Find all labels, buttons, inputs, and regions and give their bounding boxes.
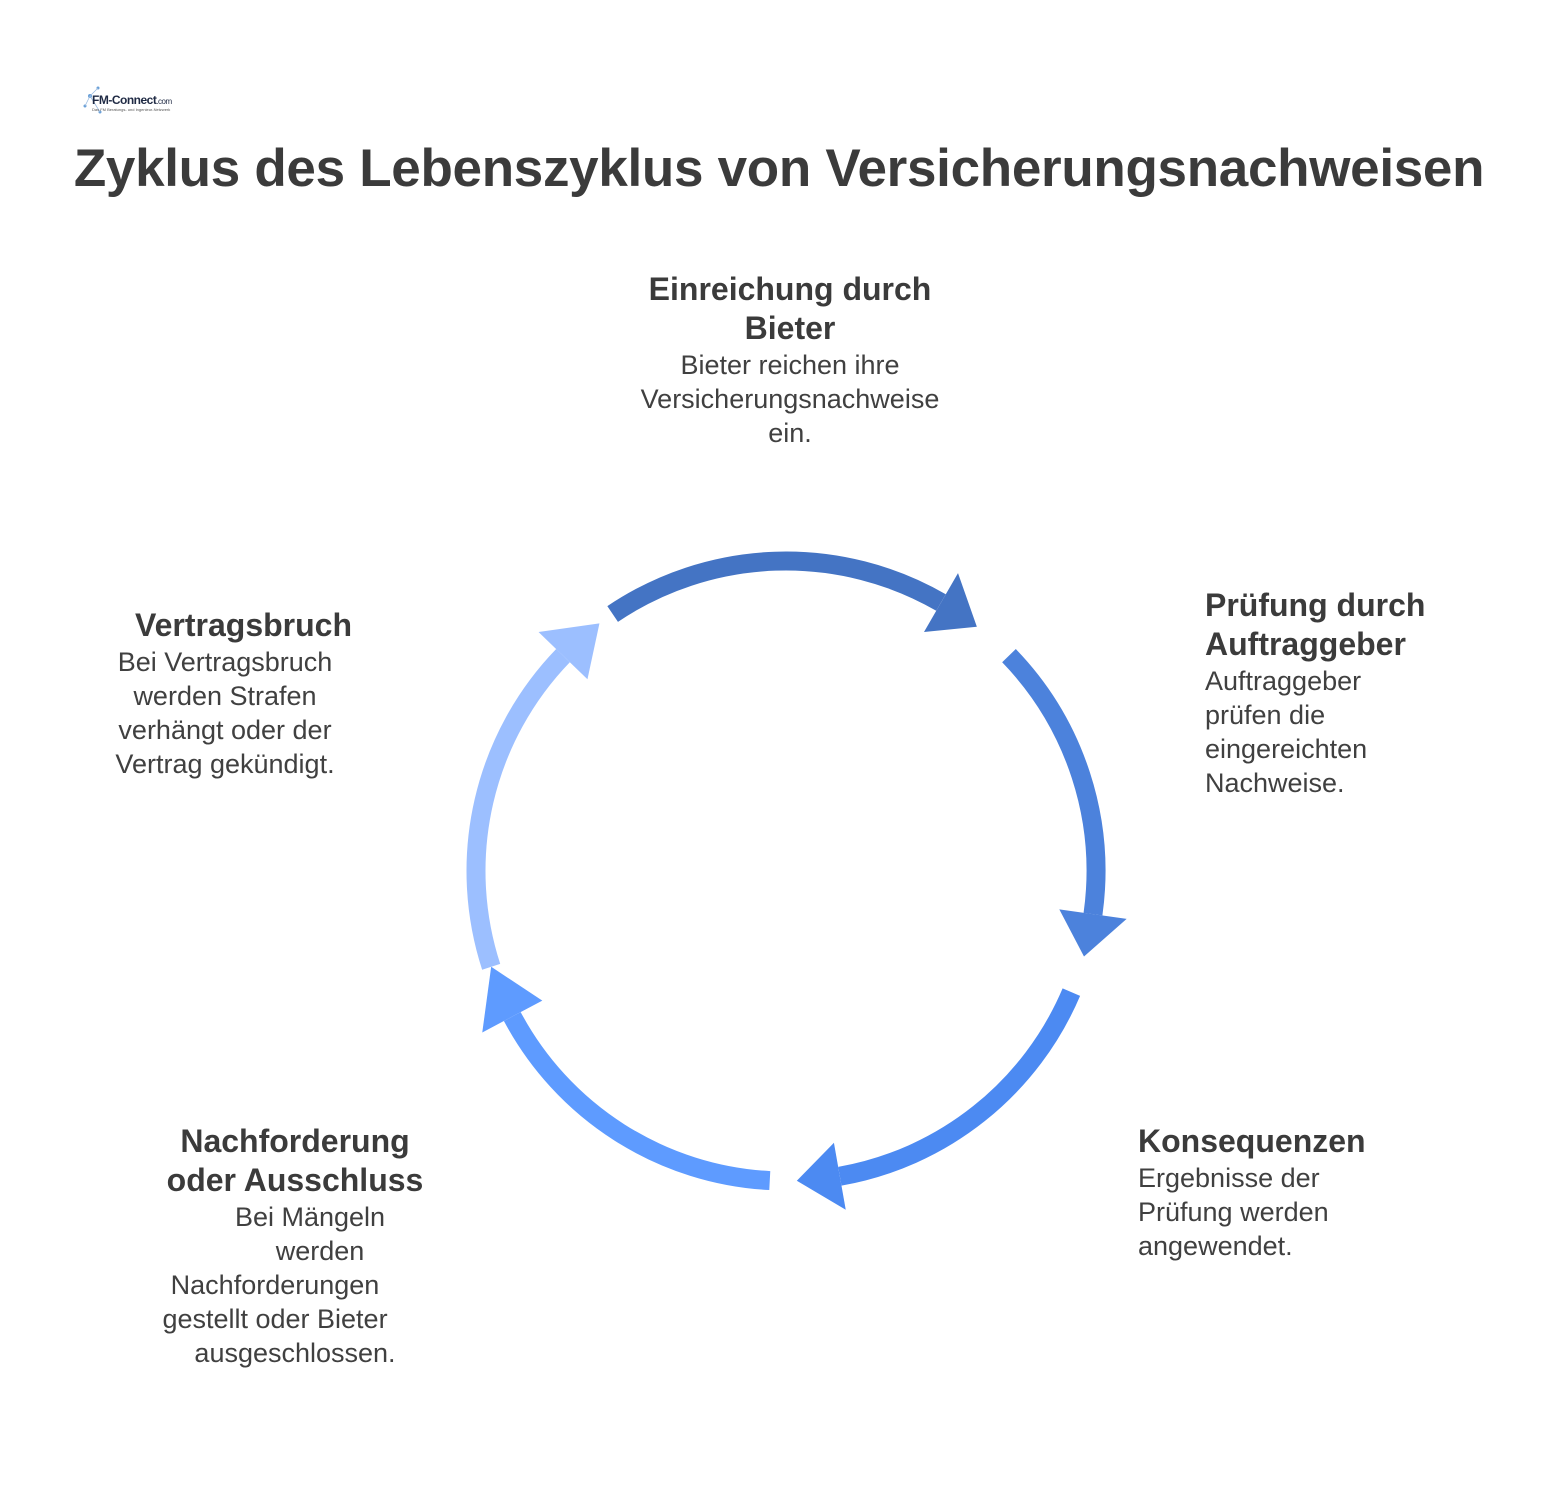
arrow-shaft	[466, 649, 570, 970]
arrow-konsequenzen-to-nachforderung	[796, 988, 1081, 1210]
arrow-head	[924, 573, 977, 632]
logo-network-icon	[83, 86, 102, 114]
arrow-head	[482, 966, 543, 1033]
arrow-head	[538, 623, 600, 680]
arrow-shaft	[838, 988, 1081, 1186]
arrow-pruefung-to-konsequenzen	[1002, 649, 1127, 957]
arrow-nachforderung-to-vertragsbruch	[482, 966, 771, 1191]
arrow-vertragsbruch-to-einreichung	[466, 623, 600, 970]
logo: FM-Connect.com Das FM Beratungs- und Ing…	[80, 84, 172, 118]
step-description: Bei Mängeln werden Nachforderungen geste…	[162, 1202, 396, 1368]
step-title: Konsequenzen	[1138, 1123, 1366, 1159]
logo-tagline: Das FM Beratungs- und Ingenieur-Netzwerk	[92, 107, 171, 112]
step-title: Vertragsbruch	[135, 607, 352, 643]
arrow-head	[1059, 909, 1127, 957]
arrow-shaft	[503, 1012, 771, 1191]
arrow-einreichung-to-pruefung	[607, 551, 977, 632]
arrow-shaft	[607, 551, 946, 622]
diagram-title: Zyklus des Lebenszyklus von Versicherung…	[73, 139, 1485, 198]
arrow-head	[796, 1142, 846, 1210]
logo-text: FM-Connect.com	[92, 93, 172, 107]
arrow-shaft	[1002, 649, 1106, 916]
